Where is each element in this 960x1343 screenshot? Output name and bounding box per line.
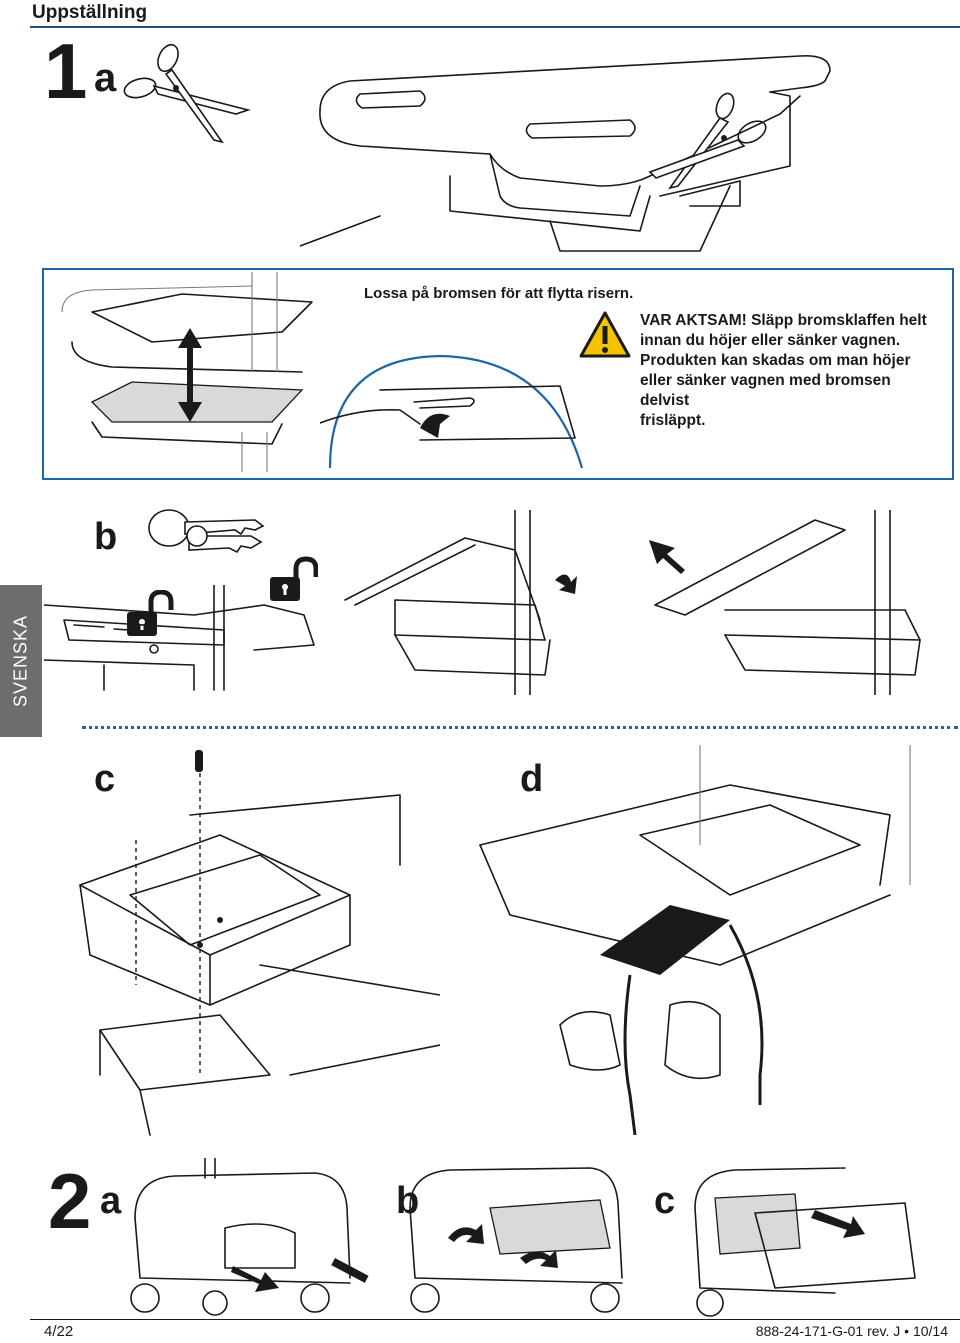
- warning-line: VAR AKTSAM! Släpp bromsklaffen helt: [640, 312, 927, 329]
- step-1d-label: d: [520, 758, 544, 800]
- step-2a-illustration: [130, 1158, 369, 1316]
- scissors-icon: [123, 43, 251, 144]
- page-number: 4/22: [44, 1323, 74, 1340]
- step-1-number: 1: [44, 27, 87, 115]
- tray-illustration: [300, 54, 831, 252]
- step-2-number: 2: [48, 1157, 91, 1245]
- step-1c-label: c: [94, 758, 116, 800]
- brake-lever-closeup: [320, 354, 584, 468]
- warning-text: VAR AKTSAM! Släpp bromsklaffen helt inna…: [640, 311, 940, 431]
- warning-line: frisläppt.: [640, 412, 706, 429]
- scissors-icon: [648, 92, 767, 190]
- step-2c-label: c: [654, 1180, 676, 1222]
- brake-info-box: [42, 268, 954, 480]
- cart-brake-illustration: [61, 272, 313, 472]
- step-2c-illustration: [694, 1167, 916, 1317]
- warning-line: Produkten kan skadas om man höjer: [640, 352, 911, 369]
- step-1b-illustration-3: [649, 510, 921, 695]
- header-rule: [30, 26, 960, 28]
- step-1d-illustration: [479, 745, 911, 1136]
- warning-icon: [579, 311, 631, 358]
- step-1b-label: b: [94, 516, 118, 558]
- step-2a-label: a: [100, 1180, 122, 1222]
- warning-line: innan du höjer eller sänker vagnen.: [640, 332, 901, 349]
- brake-release-note: Lossa på bromsen för att flytta risern.: [364, 285, 634, 302]
- step-1c-illustration: [79, 750, 440, 1136]
- step-1b-illustration-2: [344, 510, 577, 695]
- step-1a-label: a: [94, 56, 117, 100]
- unlock-icon: [270, 556, 318, 601]
- section-divider: [82, 726, 958, 729]
- language-tab-label: SVENSKA: [10, 614, 31, 708]
- warning-line: eller sänker vagnen med bromsen delvist: [640, 372, 891, 409]
- document-code: 888-24-171-G-01 rev. J • 10/14: [755, 1323, 948, 1339]
- step-2b-illustration: [409, 1167, 623, 1313]
- key-icon: [148, 509, 265, 554]
- step-1b-illustration-1: [44, 585, 315, 691]
- footer-rule: [30, 1319, 960, 1320]
- page-title: Uppställning: [32, 2, 148, 23]
- language-tab: SVENSKA: [0, 585, 42, 737]
